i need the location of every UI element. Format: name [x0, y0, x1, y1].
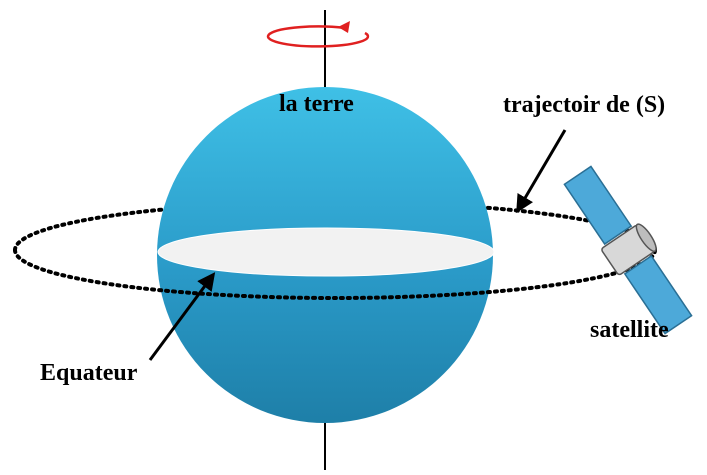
- equator-pointer-arrow: [148, 272, 216, 361]
- orbit-front: [13, 248, 657, 300]
- label-equator: Equateur: [40, 360, 138, 386]
- label-earth: la terre: [279, 91, 354, 117]
- label-trajectory: trajectoir de (S): [503, 92, 665, 118]
- label-satellite: satellite: [590, 317, 669, 343]
- equator-disk: [157, 227, 495, 277]
- rotation-arrow-icon: [266, 21, 370, 48]
- satellite-icon: [563, 165, 693, 335]
- trajectory-pointer-arrow: [516, 129, 567, 214]
